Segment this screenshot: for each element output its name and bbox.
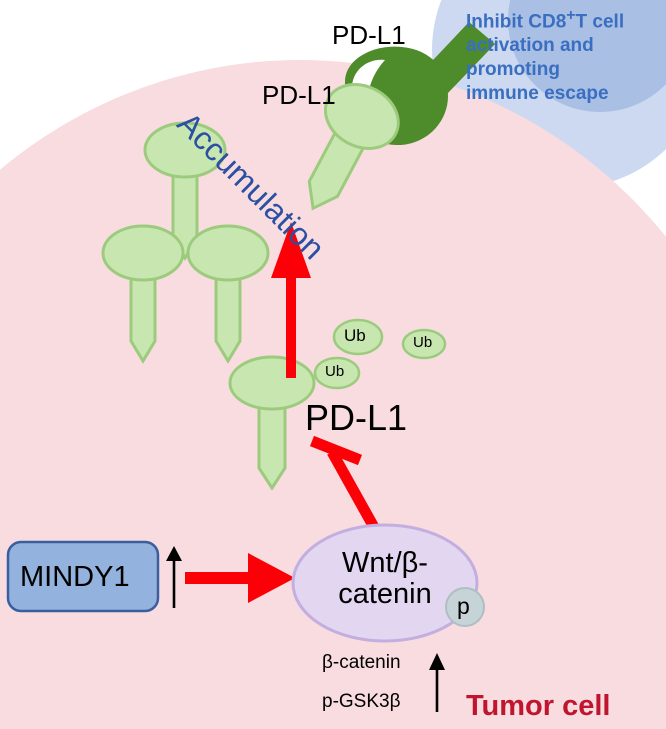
wnt-label-line2: catenin	[338, 578, 432, 611]
immune-caption-line1-a: Inhibit CD8	[466, 11, 567, 33]
phospho-label: p	[457, 593, 470, 619]
immune-caption-line1-b: T cell	[575, 11, 625, 33]
pdl1-membrane-label: PD-L1	[262, 80, 336, 110]
tumor-cell-label: Tumor cell	[466, 690, 611, 722]
activation-arrow	[185, 553, 295, 603]
p-gsk3b-note: p-GSK3β	[322, 691, 401, 712]
pdl1-membrane-protein	[307, 83, 400, 211]
ub-ellipse-2	[401, 328, 447, 360]
mindy1-up-arrow	[166, 546, 182, 608]
pdl1-receptor-top-label: PD-L1	[332, 20, 406, 50]
bottom-up-arrow	[429, 653, 445, 712]
mindy1-box[interactable]	[6, 540, 160, 613]
wnt-label-line1: Wnt/β-	[342, 547, 428, 579]
immune-caption-line4: immune escape	[466, 83, 609, 105]
phospho-circle	[445, 587, 485, 627]
inhibition-connector	[309, 435, 385, 541]
ub-ellipse-3	[313, 356, 361, 390]
immune-caption-line2: activation and	[466, 35, 594, 57]
ub-label-1: Ub	[344, 326, 366, 345]
immune-caption-superscript: +	[566, 7, 576, 24]
pdl1-cytoplasm-label: PD-L1	[305, 397, 408, 438]
ub-ellipse-1	[332, 318, 384, 356]
pdl1-protein-cluster	[101, 121, 270, 364]
beta-catenin-note: β-catenin	[322, 652, 401, 673]
mindy1-label: MINDY1	[20, 561, 130, 593]
accumulation-arrow	[271, 222, 311, 378]
immune-caption-line3: promoting	[466, 59, 560, 81]
immune-caption-line1: Inhibit CD8+T cell	[466, 6, 666, 34]
wnt-catenin-node[interactable]	[291, 523, 479, 643]
immune-escape-caption: Inhibit CD8+T cell activation and promot…	[466, 6, 666, 106]
wnt-catenin-label: Wnt/β- catenin	[300, 547, 470, 611]
ub-label-2: Ub	[413, 334, 433, 351]
ubiquitin-group	[313, 318, 447, 390]
tumor-cell-body	[0, 60, 666, 729]
ub-label-3: Ub	[325, 363, 345, 380]
